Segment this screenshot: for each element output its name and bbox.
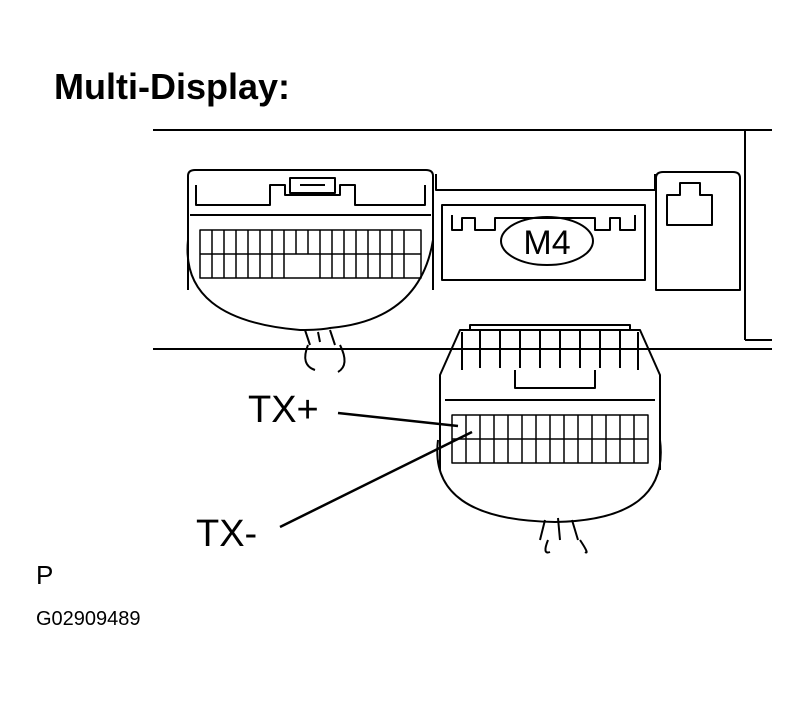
tx-minus-leader: [279, 430, 473, 529]
mating-plug: [436, 324, 662, 554]
multi-display-unit: [153, 129, 772, 350]
diagram-title: Multi-Display:: [54, 66, 291, 107]
tx-minus-label: TX-: [196, 513, 258, 555]
m4-socket: [441, 204, 646, 281]
view-marker: P: [36, 560, 54, 590]
connector-label-m4: M4: [523, 224, 570, 262]
tx-plus-label: TX+: [248, 389, 319, 431]
figure-code: G02909489: [36, 608, 141, 630]
right-socket: [655, 171, 741, 291]
tx-plus-leader: [337, 411, 459, 428]
left-connector: [186, 169, 434, 373]
